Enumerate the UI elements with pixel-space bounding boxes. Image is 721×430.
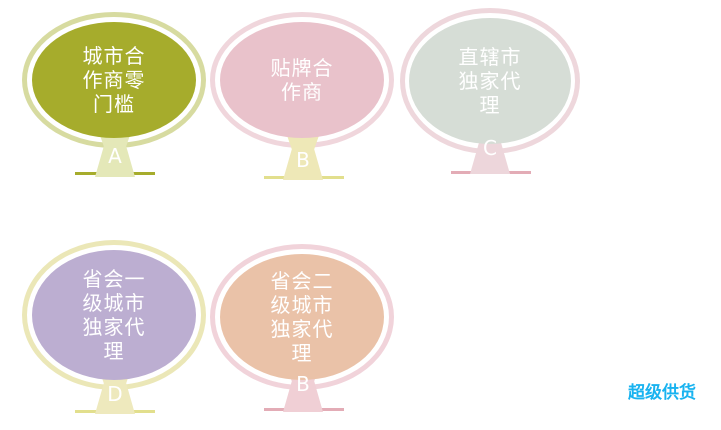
card-bubble: 省会二 级城市 独家代 理 (220, 254, 384, 380)
tier-card-a: 城市合 作商零 门槛 A (20, 8, 210, 198)
card-letter: C (483, 136, 497, 160)
card-bubble: 城市合 作商零 门槛 (32, 22, 196, 138)
brand-label: 超级供货 (628, 383, 696, 403)
card-title: 省会二 级城市 独家代 理 (270, 269, 334, 365)
card-letter: B (296, 372, 310, 396)
card-title: 城市合 作商零 门槛 (82, 44, 146, 116)
card-title: 省会一 级城市 独家代 理 (82, 267, 146, 363)
card-title: 直辖市 独家代 理 (458, 45, 522, 117)
tier-card-b: 贴牌合 作商 B (208, 8, 398, 198)
tier-card-b2: 省会二 级城市 独家代 理 B (208, 238, 398, 428)
card-bubble: 直辖市 独家代 理 (409, 18, 571, 144)
tier-card-c: 直辖市 独家代 理 C (395, 4, 585, 194)
card-letter: B (296, 148, 310, 172)
card-title: 贴牌合 作商 (270, 56, 334, 104)
card-bubble: 省会一 级城市 独家代 理 (32, 250, 196, 380)
card-letter: D (107, 382, 123, 406)
card-letter: A (108, 144, 122, 168)
tier-card-d: 省会一 级城市 独家代 理 D (20, 238, 210, 428)
card-bubble: 贴牌合 作商 (220, 22, 384, 138)
